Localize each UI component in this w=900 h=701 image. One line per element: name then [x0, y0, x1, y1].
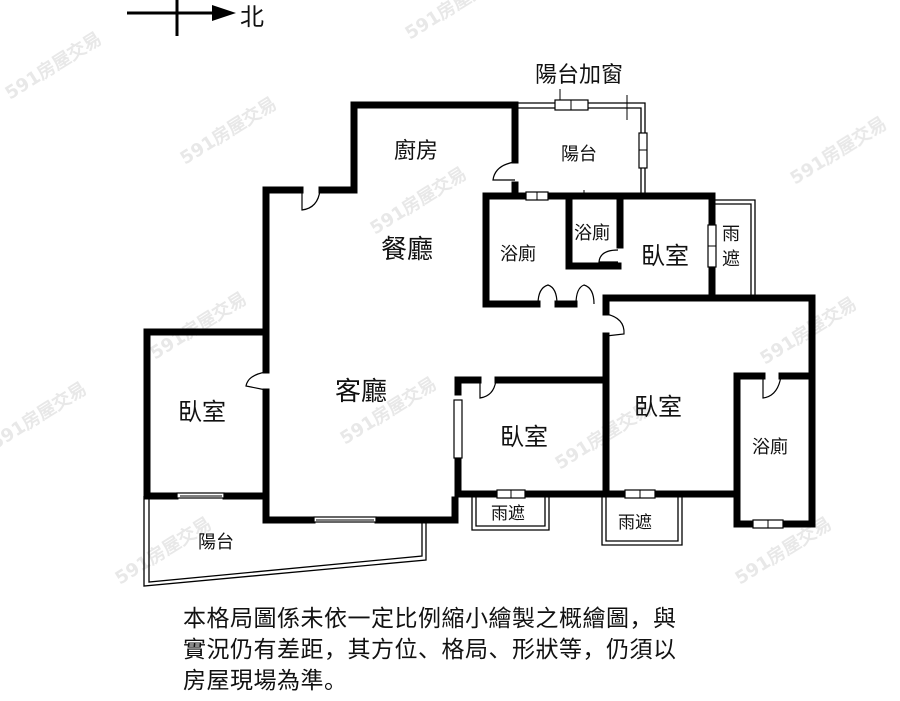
room-label-balcony-south: 陽台 [198, 532, 234, 553]
watermark: 591房屋交易 [176, 93, 281, 170]
walls [143, 101, 816, 528]
room-label-bath-3: 浴廁 [752, 436, 788, 458]
watermark: 591房屋交易 [756, 293, 861, 370]
room-label-balcony-north: 陽台 [561, 144, 597, 165]
watermark: 591房屋交易 [786, 113, 891, 190]
room-label-living: 客廳 [335, 377, 387, 407]
doors [245, 161, 782, 399]
room-label-canopy-south-1: 雨遮 [491, 504, 525, 524]
room-label-canopy-south-2: 雨遮 [618, 513, 652, 533]
room-label-bedroom-center: 臥室 [500, 423, 548, 451]
room-label-bedroom-east: 臥室 [634, 393, 682, 421]
room-label-dining: 餐廳 [381, 235, 433, 265]
watermark: 591房屋交易 [1, 28, 106, 105]
watermark: 591房屋交易 [0, 378, 91, 455]
room-labels: 廚房 陽台 陽台加窗 餐廳 客廳 浴廁 浴廁 臥室 雨 遮 臥室 臥室 臥室 浴… [178, 63, 788, 553]
room-label-canopy-east-2: 遮 [722, 249, 740, 270]
room-label-kitchen: 廚房 [394, 139, 438, 164]
disclaimer-line: 本格局圖係未依一定比例縮小繪製之概繪圖，與 [183, 606, 677, 632]
disclaimer-line: 房屋現場為準。 [183, 668, 348, 694]
disclaimer-line: 實況仍有差距，其方位、格局、形狀等，仍須以 [183, 637, 677, 663]
room-label-canopy-east-1: 雨 [722, 224, 740, 245]
compass-label: 北 [240, 3, 264, 31]
disclaimer-note: 本格局圖係未依一定比例縮小繪製之概繪圖，與 實況仍有差距，其方位、格局、形狀等，… [183, 604, 763, 697]
watermark: 591房屋交易 [146, 288, 251, 365]
north-arrow-icon: 北 [127, 0, 264, 36]
windows [176, 99, 784, 529]
room-label-bath-2: 浴廁 [574, 222, 610, 244]
room-label-bedroom-east-top: 臥室 [641, 242, 689, 270]
balcony-window-note: 陽台加窗 [535, 63, 623, 88]
room-label-bedroom-west: 臥室 [178, 398, 226, 426]
room-label-bath-1: 浴廁 [500, 243, 536, 265]
watermark: 591房屋交易 [366, 163, 471, 240]
watermark: 591房屋交易 [401, 0, 506, 44]
